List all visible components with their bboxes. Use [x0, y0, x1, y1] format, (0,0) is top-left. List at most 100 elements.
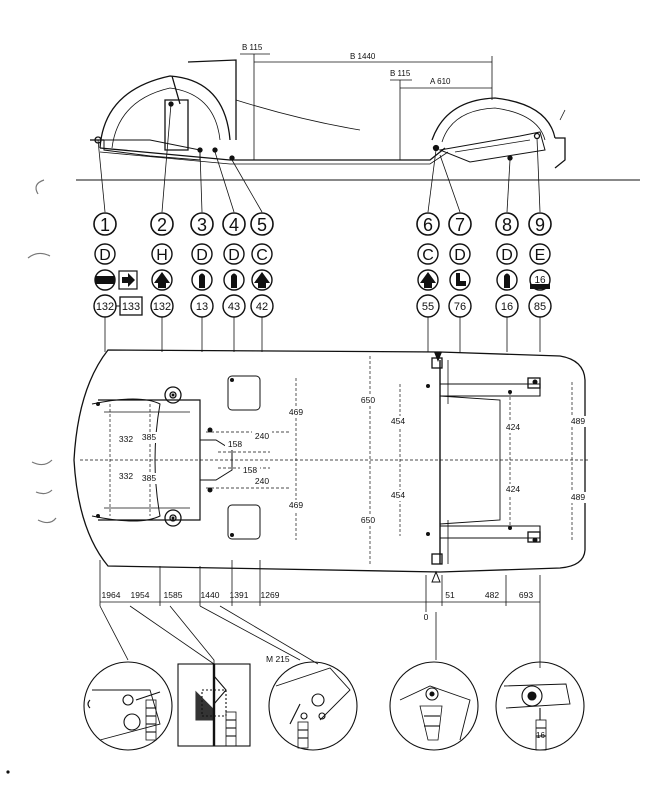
plan-measure-lines	[80, 356, 590, 564]
code-label: 55	[422, 301, 434, 313]
callout-number-circle	[150, 212, 174, 236]
dim-label: 332	[119, 434, 133, 444]
dim-label: 489	[571, 492, 585, 502]
callout-number: 4	[229, 215, 239, 235]
callout-number: 7	[455, 215, 465, 235]
callout-letter-circle	[94, 243, 116, 265]
code-label: 132	[96, 301, 114, 313]
callout-letter: D	[454, 247, 466, 264]
dim-label: 158	[243, 465, 257, 475]
code-label: 13	[196, 301, 208, 313]
callout-number: 3	[197, 215, 207, 235]
front-subframe-plan	[98, 399, 201, 521]
plan-points	[96, 378, 538, 543]
callout-point-1: 1D 17 132 133	[93, 212, 143, 352]
dim-label-bg	[568, 416, 588, 427]
detail-4	[389, 661, 479, 751]
detail-2	[177, 663, 251, 747]
plan-body-outline	[73, 349, 586, 573]
dim-b115-front: B 115	[242, 43, 263, 52]
tool-label: 17	[101, 276, 113, 287]
floor-pan-left	[227, 375, 261, 411]
dim-label-bg	[286, 500, 306, 511]
callout-number: 8	[502, 215, 512, 235]
callout-point-8: 8D 16	[495, 212, 519, 352]
dim-label: 469	[289, 500, 303, 510]
detail-3	[268, 661, 358, 751]
callout-letter-circle	[417, 243, 439, 265]
callout-letter: D	[228, 247, 240, 264]
code-label: 132	[153, 301, 171, 313]
detail-1	[83, 661, 173, 751]
callout-letter-circle	[191, 243, 213, 265]
bottom-dim-label: 1391	[230, 590, 249, 600]
bottom-dim-label: 1269	[261, 590, 280, 600]
callout-number: 9	[535, 215, 545, 235]
callout-number-circle	[448, 212, 472, 236]
dim-label-bg	[358, 395, 378, 406]
dim-label-bg	[503, 484, 523, 495]
bolt-icon	[223, 269, 245, 291]
bottom-dim-label: 1954	[131, 590, 150, 600]
callout-number-circle	[495, 212, 519, 236]
dim-label-bg	[568, 492, 588, 503]
callout-number: 1	[100, 215, 110, 235]
callout-number-circle	[528, 212, 552, 236]
dim-label-bg	[139, 432, 159, 443]
arrow-up-icon	[251, 269, 273, 291]
dim-label-bg	[116, 434, 136, 445]
bottom-dim-label: 51	[445, 590, 455, 600]
bottom-dim-label: 1964	[102, 590, 121, 600]
rear-subframe	[438, 131, 546, 163]
rear-wheel-arch	[431, 97, 556, 141]
callout-letter-circle	[223, 243, 245, 265]
plan-view	[73, 349, 586, 573]
callout-letter-circle	[449, 243, 471, 265]
callout-letter: C	[422, 247, 434, 264]
bottom-dim-label: 1585	[164, 590, 183, 600]
code-label: 133	[122, 301, 140, 313]
dim-label: 424	[506, 484, 520, 494]
floor-pan-right	[227, 504, 261, 540]
callout-letter: D	[99, 247, 111, 264]
callout-number-circle	[190, 212, 214, 236]
bolt-icon	[496, 269, 518, 291]
side-view	[76, 59, 640, 181]
dim-label-bg	[503, 422, 523, 433]
callout-number: 2	[157, 215, 167, 235]
detail-leaders	[99, 605, 541, 668]
callout-letter: D	[501, 247, 513, 264]
dim-label: 240	[255, 476, 269, 486]
bottom-dim-label: 1440	[201, 590, 220, 600]
callout-number: 5	[257, 215, 267, 235]
dim-label-bg	[286, 407, 306, 418]
front-tower-left	[164, 386, 182, 404]
pin-plus-icon: 17	[94, 269, 138, 291]
dim-label-bg	[116, 471, 136, 482]
dim-label-bg	[388, 490, 408, 501]
front-wheel-arch	[99, 75, 231, 149]
code-label: 16	[501, 301, 513, 313]
dim-label: 454	[391, 416, 405, 426]
callout-letter-circle	[251, 243, 273, 265]
bottom-dim-label: 0	[424, 612, 429, 622]
dim-label: 385	[142, 473, 156, 483]
callout-letter-circle	[151, 243, 173, 265]
tool-label: 16	[534, 275, 546, 286]
code-label: 85	[534, 301, 546, 313]
bolt-icon	[191, 269, 213, 291]
rear-arrow-bottom	[431, 570, 441, 583]
bottom-dim-label: 482	[485, 590, 499, 600]
callout-number-circle	[222, 212, 246, 236]
pad-icon: 16	[529, 269, 551, 291]
dim-label-bg	[358, 515, 378, 526]
dim-label: 240	[255, 431, 269, 441]
